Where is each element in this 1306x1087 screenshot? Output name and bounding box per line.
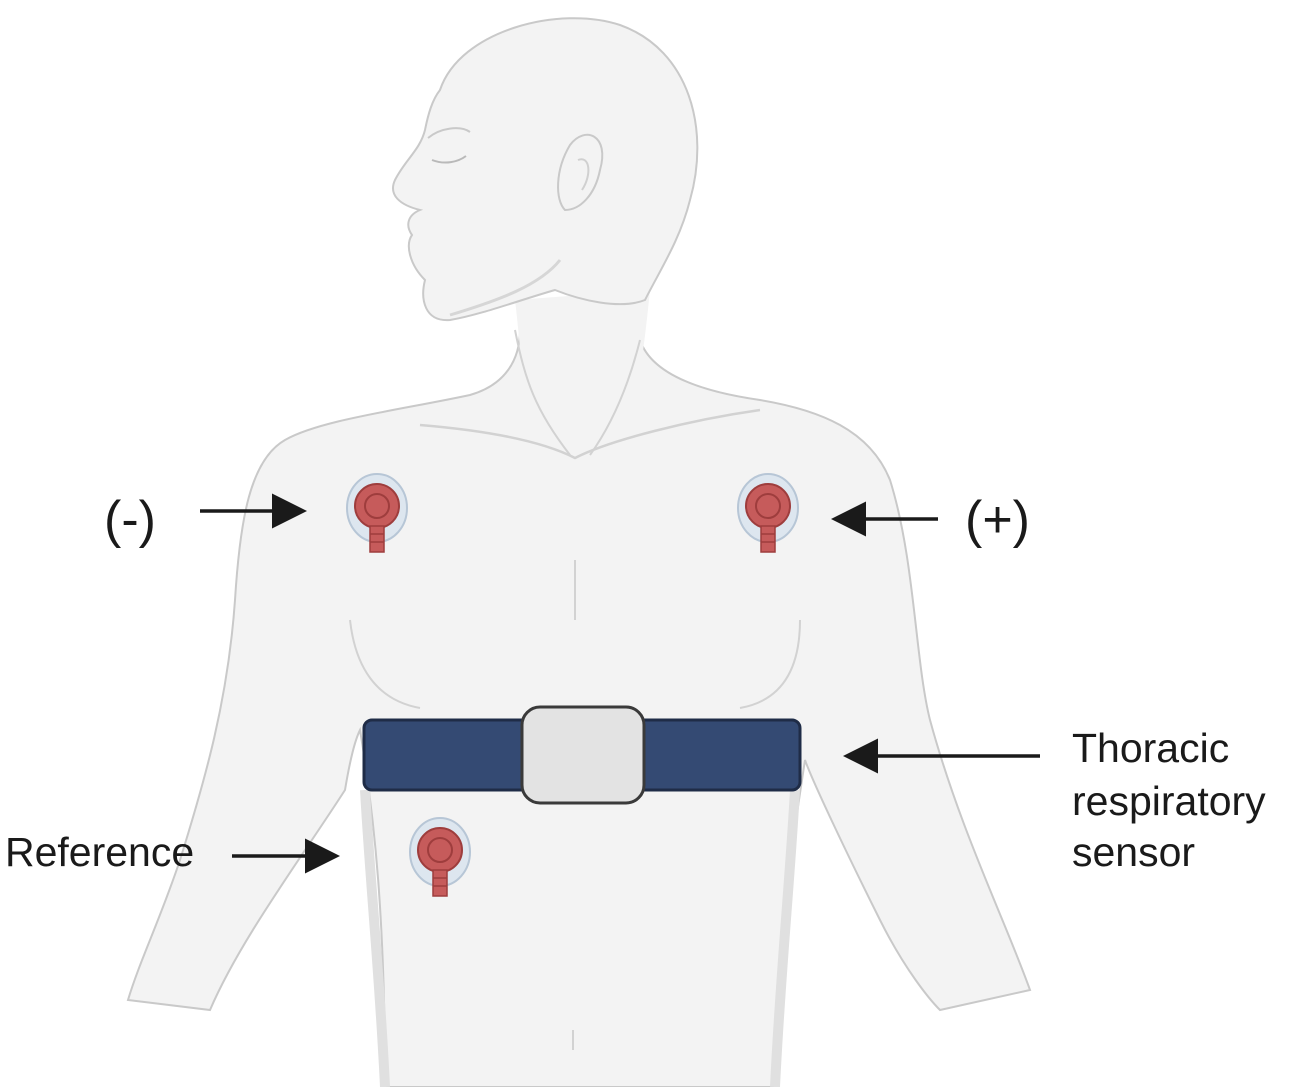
electrode-icon [409,817,471,897]
neck-tendon-right [589,339,641,456]
jaw-line [449,259,562,317]
eyebrow [427,127,471,139]
head [392,17,699,322]
pectoral-left [349,619,421,709]
label-positive: (+) [965,491,1030,549]
pectoral-right [739,619,801,709]
label-sensor-line2: respiratory [1072,778,1266,824]
electrode-icon [346,473,408,553]
belt-sensor-box [520,705,646,805]
ear-detail [557,133,604,212]
ear-inner [577,158,590,191]
eye [431,155,467,164]
label-negative: (-) [104,491,156,549]
human-torso-icon [126,17,1032,1087]
torso-shade-left [360,789,390,1087]
respiratory-belt-icon [362,705,802,805]
electrode-icon [737,473,799,553]
torso-shade-right [770,789,800,1087]
neck-tendon-left [514,329,571,456]
label-reference: Reference [5,829,194,875]
clavicles [419,408,761,460]
label-sensor-line3: sensor [1072,829,1195,875]
label-sensor-line1: Thoracic [1072,725,1229,771]
